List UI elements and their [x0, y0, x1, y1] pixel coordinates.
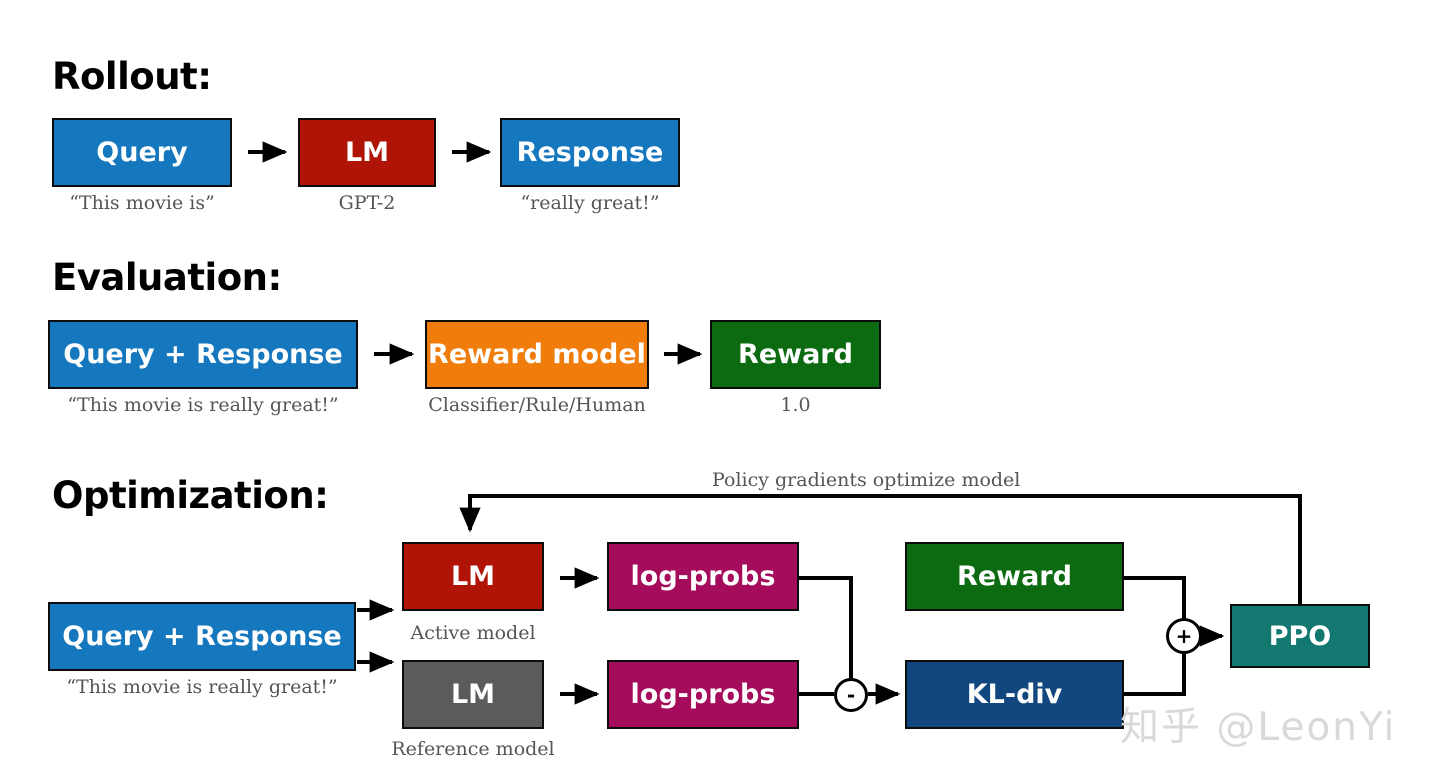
optimization-box-logprobs-active-label: log-probs	[630, 561, 776, 592]
wire-ppo-feedback-loop	[459, 494, 1302, 604]
evaluation-caption-reward: 1.0	[780, 394, 811, 416]
optimization-box-reference-model-label: LM	[450, 679, 496, 710]
optimization-box-query-response-label: Query + Response	[62, 621, 342, 652]
wire-kldiv-to-plus	[1124, 653, 1186, 696]
optimization-caption-query-response: “This movie is really great!”	[66, 676, 338, 698]
section-title-evaluation: Evaluation:	[52, 256, 282, 299]
rollout-caption-response: “really great!”	[520, 192, 660, 214]
optimization-box-logprobs-reference-label: log-probs	[630, 679, 776, 710]
evaluation-box-reward-label: Reward	[738, 339, 853, 370]
rollout-box-query[interactable]: Query	[52, 118, 232, 187]
optimization-box-active-model-label: LM	[450, 561, 496, 592]
evaluation-box-reward[interactable]: Reward	[710, 320, 881, 389]
minus-operator-node: -	[834, 678, 868, 712]
rollout-box-lm-label: LM	[344, 137, 390, 168]
evaluation-box-query-response[interactable]: Query + Response	[48, 320, 358, 389]
optimization-box-kl-div-label: KL-div	[966, 679, 1063, 710]
plus-operator-symbol: +	[1175, 624, 1193, 648]
evaluation-box-reward-model-label: Reward model	[428, 339, 646, 370]
section-title-rollout: Rollout:	[52, 55, 212, 98]
rollout-box-query-label: Query	[96, 137, 188, 168]
optimization-box-ppo-label: PPO	[1268, 620, 1332, 652]
optimization-box-query-response[interactable]: Query + Response	[48, 602, 356, 671]
minus-operator-symbol: -	[846, 683, 856, 707]
optimization-caption-reference-model: Reference model	[391, 738, 555, 760]
optimization-box-kl-div[interactable]: KL-div	[905, 660, 1124, 729]
optimization-box-active-model[interactable]: LM	[402, 542, 544, 611]
evaluation-box-query-response-label: Query + Response	[63, 339, 343, 370]
policy-gradient-loop-label: Policy gradients optimize model	[712, 469, 1021, 491]
optimization-box-ppo[interactable]: PPO	[1230, 604, 1370, 668]
rollout-box-response-label: Response	[516, 137, 664, 168]
rollout-box-response[interactable]: Response	[500, 118, 680, 187]
section-title-optimization: Optimization:	[52, 474, 329, 517]
plus-operator-node: +	[1166, 618, 1202, 654]
evaluation-box-reward-model[interactable]: Reward model	[425, 320, 649, 389]
optimization-caption-active-model: Active model	[410, 622, 536, 644]
rollout-caption-query: “This movie is”	[69, 192, 215, 214]
wire-reward-to-plus	[1124, 576, 1186, 619]
watermark: 知乎 @LeonYi	[1120, 705, 1397, 750]
optimization-box-reference-model[interactable]: LM	[402, 660, 544, 729]
rollout-box-lm[interactable]: LM	[298, 118, 436, 187]
optimization-box-logprobs-reference[interactable]: log-probs	[607, 660, 799, 729]
wire-logprobs-active-to-minus	[799, 576, 853, 679]
rollout-caption-lm: GPT-2	[338, 192, 396, 214]
optimization-box-reward-label: Reward	[957, 561, 1072, 592]
optimization-box-logprobs-active[interactable]: log-probs	[607, 542, 799, 611]
optimization-box-reward[interactable]: Reward	[905, 542, 1124, 611]
evaluation-caption-reward-model: Classifier/Rule/Human	[428, 394, 646, 416]
evaluation-caption-query-response: “This movie is really great!”	[67, 394, 339, 416]
